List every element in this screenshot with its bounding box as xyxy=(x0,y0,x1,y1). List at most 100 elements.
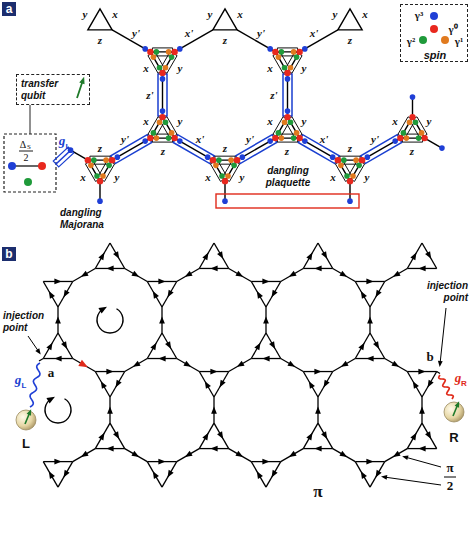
majorana-dot xyxy=(267,138,273,144)
arrow-head xyxy=(315,406,321,413)
majorana-dot xyxy=(421,135,427,141)
bond-label: y xyxy=(302,62,307,74)
legend-label: γ¹ xyxy=(455,35,463,47)
bond-label: z xyxy=(161,145,165,157)
link-box xyxy=(277,134,297,142)
bond-label: y xyxy=(302,115,307,127)
bond-label: x xyxy=(330,171,336,183)
majorana-dot xyxy=(147,135,153,141)
panel-tag-box xyxy=(2,2,16,16)
arrow-head xyxy=(81,451,89,457)
arrow-head xyxy=(272,290,278,298)
link-box xyxy=(402,134,422,142)
majorana-dot xyxy=(234,157,240,163)
link-box xyxy=(90,156,110,164)
bond-label: z' xyxy=(270,89,277,101)
link-box xyxy=(215,156,235,164)
gap-subscript: S xyxy=(27,143,31,151)
lattice-stroke xyxy=(175,30,213,52)
bond-label: y xyxy=(427,115,432,127)
legend-box: γ³γ⁰γ²γ¹spin xyxy=(400,4,468,62)
lattice-stroke xyxy=(370,462,385,488)
majorana-dot xyxy=(330,154,336,160)
bond-box xyxy=(361,135,402,164)
arrow-head xyxy=(373,341,379,349)
majorana-dot xyxy=(159,70,165,76)
majorana-dot xyxy=(109,157,115,163)
arrow-head xyxy=(64,290,70,298)
lattice-stroke xyxy=(251,333,266,359)
lattice-stroke xyxy=(177,268,200,281)
transfer-box: transfer qubit xyxy=(16,74,90,105)
majorana-dot xyxy=(279,49,285,55)
majorana-dot xyxy=(401,130,407,136)
dangling-bond xyxy=(437,372,440,374)
arrow-head xyxy=(413,381,419,389)
arrow-head xyxy=(210,266,217,272)
link-box xyxy=(340,156,360,164)
majorana-dot xyxy=(341,157,347,163)
arrow-head xyxy=(361,471,367,479)
bond-label: x xyxy=(80,171,86,183)
arrow-head xyxy=(425,431,431,439)
majorana-dot xyxy=(142,138,148,144)
dangling-majorana xyxy=(439,145,445,151)
majorana-dot xyxy=(163,65,169,71)
link-box xyxy=(152,48,172,56)
majorana-dot xyxy=(404,135,410,141)
arrow-head xyxy=(391,361,399,367)
majorana-dot xyxy=(282,65,288,71)
legend-dot xyxy=(419,36,427,44)
arrow-head xyxy=(217,431,223,439)
callout-label: dangling plaquette xyxy=(262,165,314,188)
legend-dot xyxy=(441,36,449,44)
majorana-dot xyxy=(157,119,163,125)
arrow-head xyxy=(150,343,156,351)
legend-label: γ⁰ xyxy=(448,21,457,36)
lattice-stroke xyxy=(162,462,177,488)
panel-tag-box xyxy=(2,247,16,261)
majorana-dot xyxy=(169,130,175,136)
majorana-dot xyxy=(267,46,273,52)
dangling-majorana xyxy=(410,94,416,100)
circulation-arrow xyxy=(46,397,55,404)
majorana-dot xyxy=(147,49,153,55)
majorana-dot xyxy=(356,163,362,169)
arrow-head xyxy=(366,356,373,362)
majorana-dot xyxy=(166,49,172,55)
majorana-dot xyxy=(216,157,222,163)
qubit-label: R xyxy=(449,430,458,445)
flux-label: π xyxy=(446,460,453,476)
gap-denominator: 2 xyxy=(24,152,29,163)
majorana-dot xyxy=(142,46,148,52)
arrow-head xyxy=(46,343,52,351)
arrow-head xyxy=(235,451,243,457)
majorana-dot xyxy=(231,163,237,169)
bond-label: z xyxy=(98,34,102,46)
lattice-stroke xyxy=(229,359,252,372)
arrow-head xyxy=(106,446,113,452)
arrow-head xyxy=(314,369,321,375)
dangling-majorana xyxy=(222,198,228,204)
lattice-stroke xyxy=(333,359,356,372)
lattice-stroke xyxy=(58,462,73,488)
arrow-head xyxy=(425,251,431,259)
lattice-stroke xyxy=(355,333,370,359)
lattice-stroke xyxy=(237,138,275,160)
arrow-head xyxy=(402,455,408,460)
arrow-head xyxy=(262,356,269,362)
arrow-head xyxy=(438,361,443,367)
bond-label: x' xyxy=(320,133,329,145)
coupling-subscript: L xyxy=(22,381,27,390)
lattice-stroke xyxy=(318,243,333,269)
qubit-sphere xyxy=(16,410,36,430)
majorana-dot xyxy=(276,130,282,136)
bond-label: x xyxy=(392,115,398,127)
coupling-subscript: R xyxy=(461,379,467,388)
majorana-dot xyxy=(171,49,177,55)
legend-label: γ³ xyxy=(415,9,423,21)
arrow-head xyxy=(287,361,295,367)
coupling-box xyxy=(53,147,73,167)
leader-line xyxy=(405,457,441,467)
